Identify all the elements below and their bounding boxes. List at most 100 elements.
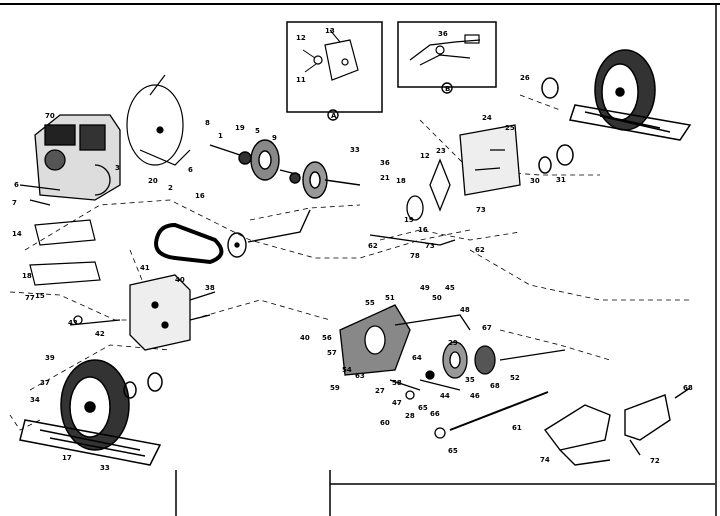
drive-pulleys bbox=[209, 139, 361, 199]
part-label: 28 bbox=[405, 412, 415, 420]
part-label: 3 bbox=[115, 164, 120, 172]
part-label: 49 bbox=[420, 284, 430, 292]
inset-a-label-11: 11 bbox=[296, 76, 306, 84]
part-label: 51 bbox=[385, 294, 395, 302]
part-label: 19 bbox=[404, 216, 414, 224]
engine-assembly bbox=[19, 114, 121, 206]
part-label: 31 bbox=[556, 176, 566, 184]
part-label: 6 bbox=[14, 181, 19, 189]
part-label: 73 bbox=[476, 206, 486, 214]
frame bbox=[0, 3, 720, 516]
part-label: 1 bbox=[218, 132, 223, 140]
inset-b: B 36 bbox=[397, 21, 497, 94]
part-label: 66 bbox=[430, 410, 440, 418]
right-wheel bbox=[538, 49, 692, 174]
part-label: 55 bbox=[365, 299, 375, 307]
part-label: 50 bbox=[432, 294, 442, 302]
mounting-bracket bbox=[29, 219, 101, 286]
part-label: 18 bbox=[22, 272, 32, 280]
part-label: 74 bbox=[540, 456, 550, 464]
part-label: 42 bbox=[95, 330, 105, 338]
part-label: 56 bbox=[322, 334, 332, 342]
part-label: 77 bbox=[25, 294, 35, 302]
part-label: 37 bbox=[40, 379, 50, 387]
part-label: 40 bbox=[175, 276, 185, 284]
part-label: 33 bbox=[100, 464, 110, 472]
left-wheel bbox=[19, 359, 163, 466]
part-label: 40 bbox=[300, 334, 310, 342]
part-label: 78 bbox=[410, 252, 420, 260]
part-label: 61 bbox=[512, 424, 522, 432]
part-label: 58 bbox=[392, 379, 402, 387]
part-label: 44 bbox=[440, 392, 450, 400]
part-label: 2 bbox=[168, 184, 173, 192]
part-label: 65 bbox=[448, 447, 458, 455]
part-label: 5 bbox=[255, 127, 260, 135]
part-label: 23 bbox=[436, 147, 446, 155]
part-label: 45 bbox=[445, 284, 455, 292]
skid-plates bbox=[543, 387, 691, 466]
part-label: 67 bbox=[482, 324, 492, 332]
part-label: 25 bbox=[505, 124, 515, 132]
part-label: 38 bbox=[205, 284, 215, 292]
part-label: 30 bbox=[530, 177, 540, 185]
axle bbox=[434, 391, 549, 439]
part-label: 24 bbox=[482, 114, 492, 122]
part-label: 12 bbox=[420, 152, 430, 160]
part-label: 43 bbox=[68, 319, 78, 327]
part-label: 29 bbox=[448, 339, 458, 347]
part-labels: 70 3 6 7 6 8 1 19 5 9 20 2 14 18 15 16 3… bbox=[12, 74, 693, 472]
inset-a-marker: A bbox=[331, 112, 337, 120]
part-label: 70 bbox=[45, 112, 55, 120]
part-label: 15 bbox=[35, 292, 45, 300]
part-label: 35 bbox=[465, 376, 475, 384]
part-label: 21 bbox=[380, 174, 390, 182]
belt-cover bbox=[126, 74, 191, 166]
part-label: 7 bbox=[12, 199, 17, 207]
inset-b-label-36: 36 bbox=[438, 30, 448, 38]
part-label: 36 bbox=[380, 159, 390, 167]
part-label: 9 bbox=[272, 134, 277, 142]
part-label: 72 bbox=[650, 457, 660, 465]
part-label: 17 bbox=[62, 454, 72, 462]
part-label: 73 bbox=[425, 242, 435, 250]
inset-b-marker: B bbox=[445, 85, 450, 93]
part-label: 8 bbox=[205, 119, 210, 127]
part-label: 54 bbox=[342, 366, 352, 374]
part-label: 57 bbox=[327, 349, 337, 357]
part-label: 14 bbox=[12, 230, 22, 238]
part-label: 64 bbox=[412, 354, 422, 362]
part-label: 65 bbox=[418, 404, 428, 412]
part-label: 46 bbox=[470, 392, 480, 400]
inset-a-label-13: 13 bbox=[325, 27, 335, 35]
part-label: 41 bbox=[140, 264, 150, 272]
part-label: 26 bbox=[520, 74, 530, 82]
part-label: 47 bbox=[392, 399, 402, 407]
part-label: 34 bbox=[30, 396, 40, 404]
inset-a: A 12 13 11 bbox=[286, 21, 383, 121]
part-label: 16 bbox=[195, 192, 205, 200]
v-belt bbox=[154, 222, 224, 265]
lower-gearbox bbox=[339, 304, 566, 400]
part-label: 48 bbox=[460, 306, 470, 314]
part-label: 33 bbox=[350, 146, 360, 154]
part-label: 18 bbox=[396, 177, 406, 185]
part-label: 68 bbox=[683, 384, 693, 392]
transmission-housing bbox=[69, 274, 216, 351]
part-label: 52 bbox=[510, 374, 520, 382]
part-label: 39 bbox=[45, 354, 55, 362]
idler-pulley bbox=[227, 209, 311, 258]
part-label: 62 bbox=[475, 246, 485, 254]
part-label: 27 bbox=[375, 387, 385, 395]
part-label: 60 bbox=[380, 419, 390, 427]
part-label: 16 bbox=[418, 226, 428, 234]
inset-a-label-12: 12 bbox=[296, 34, 306, 42]
part-label: 6 bbox=[188, 166, 193, 174]
side-plate bbox=[369, 124, 521, 246]
part-label: 59 bbox=[330, 384, 340, 392]
part-label: 20 bbox=[148, 177, 158, 185]
part-label: 19 bbox=[235, 124, 245, 132]
part-label: 62 bbox=[368, 242, 378, 250]
part-label: 63 bbox=[355, 372, 365, 380]
